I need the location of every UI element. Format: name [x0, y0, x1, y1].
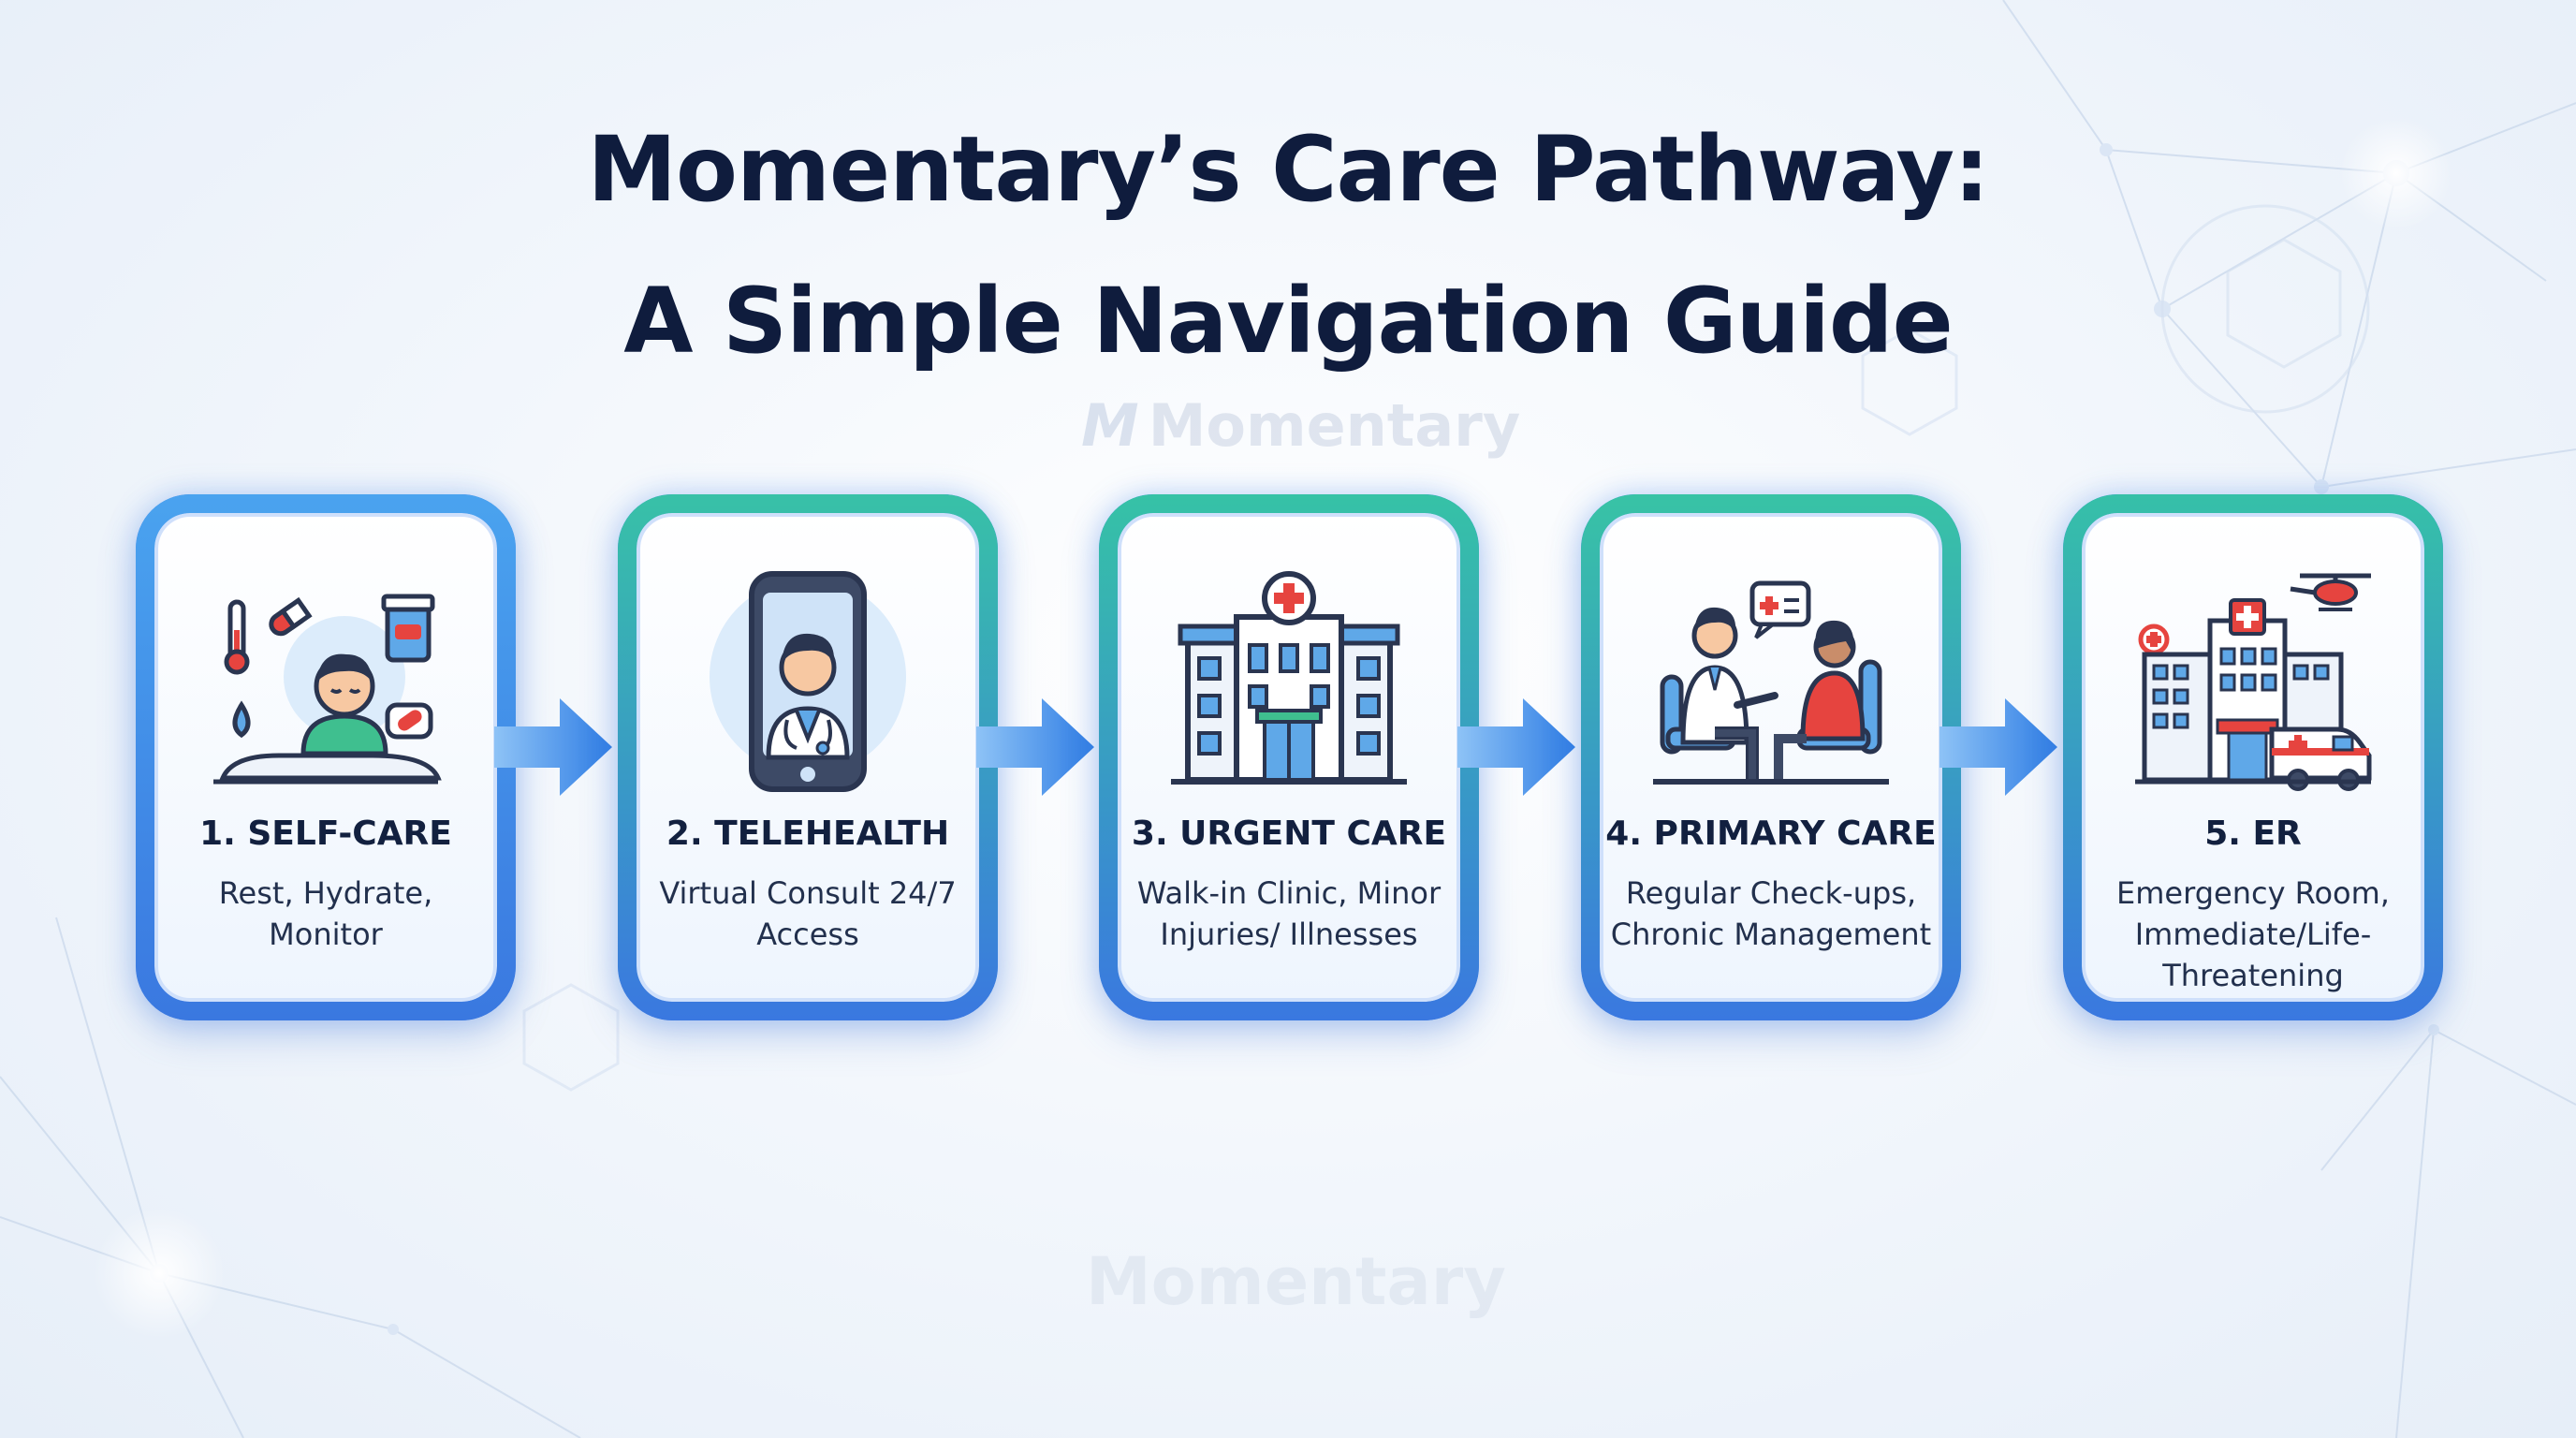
- step-description: Walk-in Clinic, Minor Injuries/ Illnesse…: [1136, 875, 1442, 952]
- step-description: Emergency Room, Immediate/Life-Threateni…: [2116, 875, 2390, 993]
- watermark-text: Momentary: [1086, 1243, 1506, 1320]
- step-description: Regular Check-ups, Chronic Management: [1610, 875, 1932, 952]
- step-title: 4. PRIMARY CARE: [1605, 814, 1937, 853]
- hospital-ambulance-icon: [2135, 573, 2372, 791]
- phone-doctor-icon: [710, 571, 906, 792]
- clinic-building-icon: [1171, 571, 1407, 785]
- watermark-text: Momentary: [1148, 391, 1521, 460]
- step-title: 2. TELEHEALTH: [666, 814, 950, 853]
- step-title: 5. ER: [2204, 814, 2302, 853]
- page-title: Momentary’s Care Pathway: A Simple Navig…: [0, 94, 2576, 397]
- step-card-er: 5. ER Emergency Room, Immediate/Life-Thr…: [2063, 494, 2443, 1020]
- step-card-primary-care: 4. PRIMARY CARE Regular Check-ups, Chron…: [1581, 494, 1961, 1020]
- arrow-right-icon: [1939, 698, 2057, 796]
- arrow-right-icon: [494, 698, 612, 796]
- logo-m-icon: M: [1081, 391, 1139, 460]
- step-card-telehealth: 2. TELEHEALTH Virtual Consult 24/7 Acces…: [618, 494, 998, 1020]
- step-description: Virtual Consult 24/7 Access: [659, 875, 957, 952]
- arrow-right-icon: [976, 698, 1094, 796]
- doctor-consultation-icon: [1653, 580, 1889, 785]
- step-title: 1. SELF-CARE: [199, 814, 452, 853]
- title-line-1: Momentary’s Care Pathway:: [587, 117, 1990, 222]
- patient-resting-icon: [213, 594, 442, 785]
- step-card-urgent-care: 3. URGENT CARE Walk-in Clinic, Minor Inj…: [1099, 494, 1479, 1020]
- step-card-self-care: 1. SELF-CARE Rest, Hydrate, Monitor: [136, 494, 516, 1020]
- arrow-right-icon: [1457, 698, 1575, 796]
- step-description: Rest, Hydrate, Monitor: [218, 875, 433, 952]
- watermark-logo-bottom: Momentary: [1086, 1243, 1506, 1320]
- title-line-2: A Simple Navigation Guide: [623, 269, 1953, 374]
- step-title: 3. URGENT CARE: [1131, 814, 1447, 853]
